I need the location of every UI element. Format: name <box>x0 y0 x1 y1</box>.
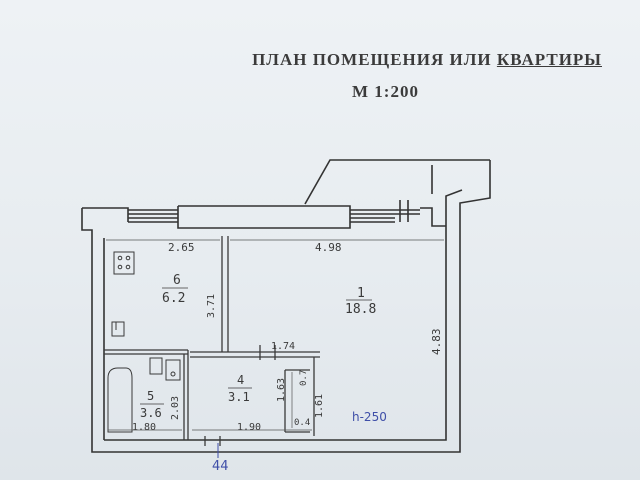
partition-walls <box>104 236 320 446</box>
room-6-area: 6.2 <box>162 291 185 306</box>
bottom-number-note: 44 <box>212 459 229 474</box>
dim-closet-height: 1.61 <box>314 394 325 418</box>
room-1-number: 1 <box>357 286 365 301</box>
dim-closet-top: 0.7 <box>299 370 309 386</box>
plan-title-prefix: ПЛАН ПОМЕЩЕНИЯ ИЛИ <box>252 50 497 69</box>
room-1-area: 18.8 <box>345 302 376 317</box>
stove-fixture <box>113 251 135 275</box>
dim-hall-height: 1.63 <box>276 378 287 402</box>
outer-walls <box>81 159 491 453</box>
kitchen-sink-fixture <box>111 321 125 337</box>
room-5-area: 3.6 <box>140 406 162 420</box>
plan-title-underlined: КВАРТИРЫ <box>496 50 602 69</box>
dim-closet-bottom: 0.4 <box>294 418 310 428</box>
room-6-number: 6 <box>173 273 181 288</box>
dim-living-depth: 4.83 <box>430 329 443 356</box>
ceiling-height-note: h-250 <box>352 410 387 424</box>
toilet-fixture <box>165 359 181 381</box>
dim-bath-width: 1.80 <box>132 422 156 433</box>
plan-title: ПЛАН ПОМЕЩЕНИЯ ИЛИ КВАРТИРЫ <box>0 50 640 70</box>
dimension-lines <box>106 239 444 431</box>
dim-kitchen-depth: 3.71 <box>206 294 217 318</box>
room-4-area: 3.1 <box>228 390 250 404</box>
dim-hall-bottom-width: 1.90 <box>237 422 261 433</box>
room-5-number: 5 <box>147 389 154 403</box>
dim-living-width: 4.98 <box>315 241 342 254</box>
dim-bath-height: 2.03 <box>170 396 181 420</box>
bathtub-fixture <box>107 367 133 433</box>
bathroom-sink-fixture <box>149 357 163 375</box>
dim-kitchen-width: 2.65 <box>168 241 195 254</box>
dim-hall-width: 1.74 <box>271 341 295 352</box>
room-4-number: 4 <box>237 373 244 387</box>
plan-scale: М 1:200 <box>352 82 419 101</box>
fixtures <box>107 251 181 433</box>
